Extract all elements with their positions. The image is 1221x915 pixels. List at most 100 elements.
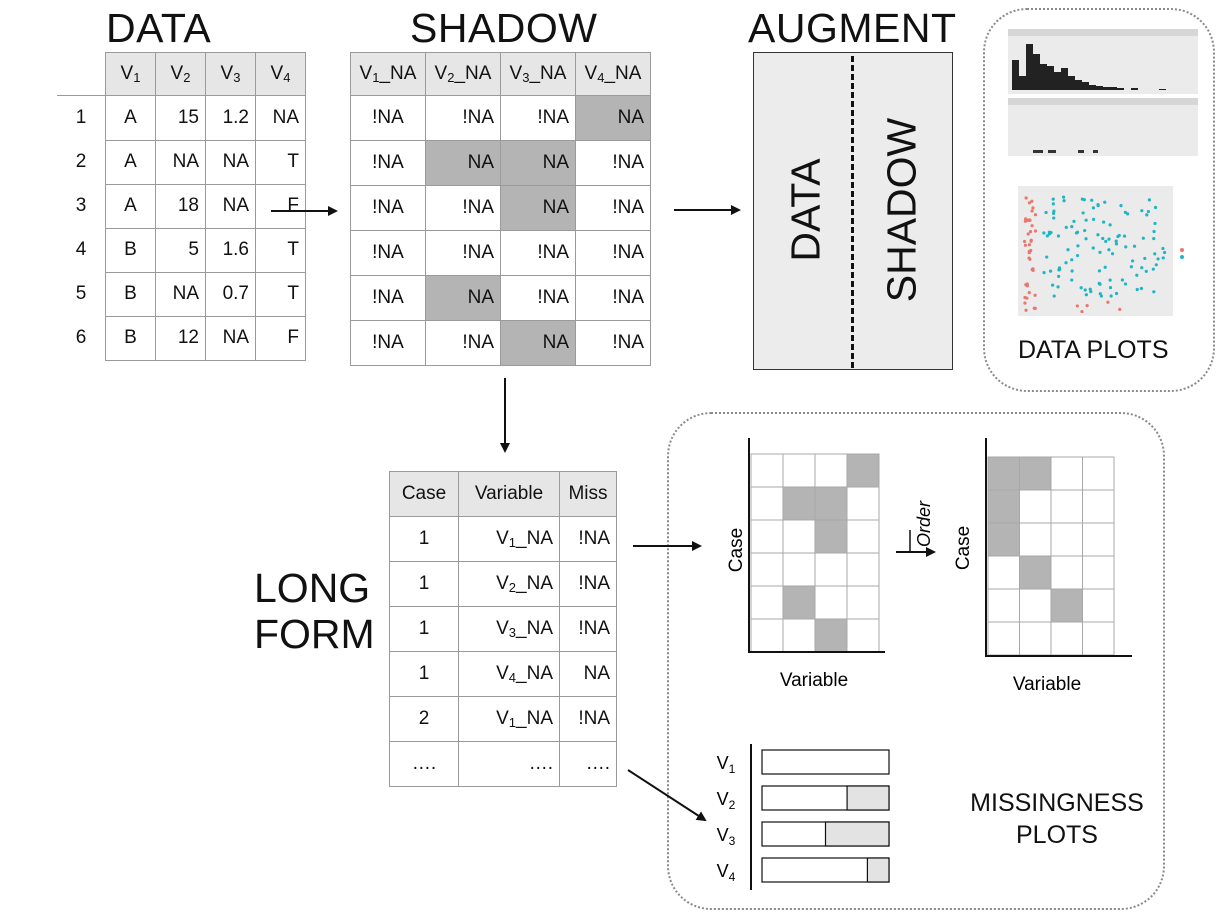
header-suffix: _NA xyxy=(529,63,567,84)
scatter-point xyxy=(1076,244,1080,248)
heatmap-cell xyxy=(750,453,784,488)
histogram-bottom-panel xyxy=(1008,98,1198,156)
scatter-point xyxy=(1033,229,1038,233)
scatter-point xyxy=(1090,198,1094,202)
scatter-point xyxy=(1108,286,1113,290)
scatter-point xyxy=(1030,224,1034,228)
heatmap-cell xyxy=(782,618,816,653)
heatmap-cell xyxy=(987,588,1020,623)
data-cell: NA xyxy=(205,139,256,185)
long-cell-variable: V4_NA xyxy=(458,651,560,697)
histogram-bottom-bars xyxy=(1033,150,1098,153)
scatter-point xyxy=(1027,256,1031,260)
long-cell-case: 1 xyxy=(389,561,459,607)
scatter-point xyxy=(1083,288,1087,292)
scatter-point xyxy=(1052,216,1056,220)
heatmap-cell xyxy=(1082,555,1115,590)
row-index: 5 xyxy=(57,272,106,316)
scatter-point xyxy=(1143,256,1147,261)
shadow-cell: !NA xyxy=(425,320,501,366)
data-cell: NA xyxy=(255,95,306,141)
data-cell: 0.7 xyxy=(205,271,256,317)
shadow-cell: !NA xyxy=(425,185,501,231)
variable-base: V xyxy=(496,618,509,639)
scatter-point xyxy=(1042,231,1046,235)
shadow-cell-missing: NA xyxy=(425,275,501,321)
heatmap-unordered-xlabel: Variable xyxy=(780,670,848,691)
histogram-bar xyxy=(1054,72,1061,90)
scatter-point xyxy=(1028,218,1032,222)
histogram-bar xyxy=(1047,66,1054,90)
scatter-point xyxy=(1114,239,1118,243)
scatter-point xyxy=(1061,195,1066,199)
scatter-point xyxy=(1104,239,1108,244)
histogram-bar xyxy=(1082,82,1089,90)
scatter-point xyxy=(1151,267,1155,271)
heatmap-cell xyxy=(782,552,816,587)
shadow-cell: !NA xyxy=(350,275,426,321)
scatter-point xyxy=(1056,234,1061,238)
scatter-point xyxy=(1057,274,1061,278)
heatmap-cell-missing xyxy=(814,519,848,554)
scatter-point xyxy=(1075,230,1080,234)
header-base: V xyxy=(584,63,598,84)
scatter-point xyxy=(1033,293,1037,297)
scatter-point xyxy=(1118,307,1122,311)
data-plots-label: DATA PLOTS xyxy=(1018,336,1169,364)
heatmap-cell xyxy=(1050,621,1083,656)
scatter-point xyxy=(1117,233,1121,238)
scatter-point xyxy=(1110,252,1115,256)
scatter-point xyxy=(1140,266,1144,270)
long-cell-variable: …. xyxy=(458,741,560,787)
title-data: DATA xyxy=(106,5,212,51)
long-cell-case: 2 xyxy=(389,696,459,742)
data-cell: 1.2 xyxy=(205,95,256,141)
missingness-plots-label: MISSINGNESS PLOTS xyxy=(957,787,1157,851)
header-base: V xyxy=(434,63,448,84)
shadow-cell: !NA xyxy=(350,230,426,276)
scatter-point xyxy=(1153,221,1157,226)
variable-subscript: 1 xyxy=(508,535,517,550)
scatter-point xyxy=(1088,287,1092,291)
data-cell: A xyxy=(105,183,156,229)
scatter-point xyxy=(1126,212,1130,216)
heatmap-ordered-cells xyxy=(987,456,1115,656)
scatter-point xyxy=(1084,293,1088,297)
heatmap-cell-missing xyxy=(814,618,848,653)
scatter-point xyxy=(1120,278,1124,282)
variable-base: V xyxy=(496,708,509,729)
scatter-point xyxy=(1062,199,1066,203)
heatmap-cell xyxy=(750,552,784,587)
heatmap-ordered: Case Variable xyxy=(953,438,1132,695)
long-cell-variable: V1_NA xyxy=(458,696,560,742)
scatter-point xyxy=(1084,237,1088,241)
shadow-cell-missing: NA xyxy=(575,95,651,141)
scatter-point xyxy=(1140,209,1144,213)
heatmap-cell xyxy=(782,453,816,488)
histogram-bar xyxy=(1110,87,1117,90)
heatmap-cell xyxy=(1082,621,1115,656)
augment-shadow-label: SHADOW xyxy=(878,117,925,303)
scatter-point xyxy=(1022,239,1027,244)
shadow-cell: !NA xyxy=(575,275,651,321)
long-header-case: Case xyxy=(389,471,459,517)
histogram-bar xyxy=(1061,68,1068,90)
scatter-point xyxy=(1025,282,1029,286)
variable-suffix: _NA xyxy=(516,573,553,594)
scatter-point xyxy=(1057,266,1062,270)
missingness-plots-label-line1: MISSINGNESS xyxy=(970,789,1144,817)
scatter-point xyxy=(1132,244,1137,248)
header-subscript: 4 xyxy=(597,70,605,85)
scatter-point xyxy=(1047,230,1051,234)
variable-suffix: _NA xyxy=(516,663,553,684)
data-cell: B xyxy=(105,315,156,361)
scatter-point xyxy=(1048,269,1053,273)
header-subscript: 3 xyxy=(522,70,530,85)
shadow-cell: !NA xyxy=(350,95,426,141)
